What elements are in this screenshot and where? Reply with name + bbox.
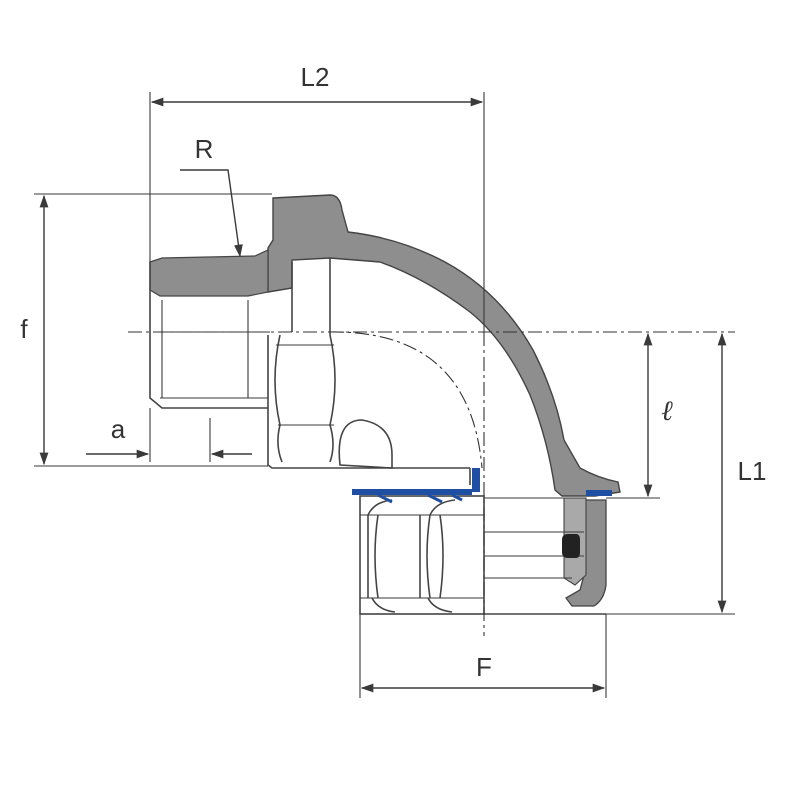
dimension-L1: L1 — [606, 332, 767, 615]
dimension-F: F — [359, 614, 607, 698]
dimension-label-a: a — [111, 414, 126, 444]
dimension-R: R — [180, 134, 243, 258]
outer-thread-section — [149, 249, 269, 297]
center-lines — [128, 331, 735, 636]
dimension-label-l: ℓ — [661, 396, 673, 427]
dimension-a: a — [86, 408, 252, 462]
dimension-label-f: f — [20, 314, 28, 344]
elbow-outer-wall-section — [267, 194, 621, 497]
section-cut-body — [149, 194, 621, 607]
dimension-label-R: R — [195, 134, 214, 164]
dimension-f: f — [20, 193, 272, 467]
hex-body — [267, 258, 471, 485]
union-nut — [359, 495, 606, 615]
dimension-label-F: F — [476, 652, 492, 682]
o-ring — [562, 534, 580, 558]
dimension-l: ℓ — [606, 332, 673, 499]
dimension-L2: L2 — [149, 62, 485, 332]
dimension-label-L1: L1 — [738, 456, 767, 486]
dimension-label-L2: L2 — [301, 62, 330, 92]
gasket-seal — [352, 468, 612, 558]
